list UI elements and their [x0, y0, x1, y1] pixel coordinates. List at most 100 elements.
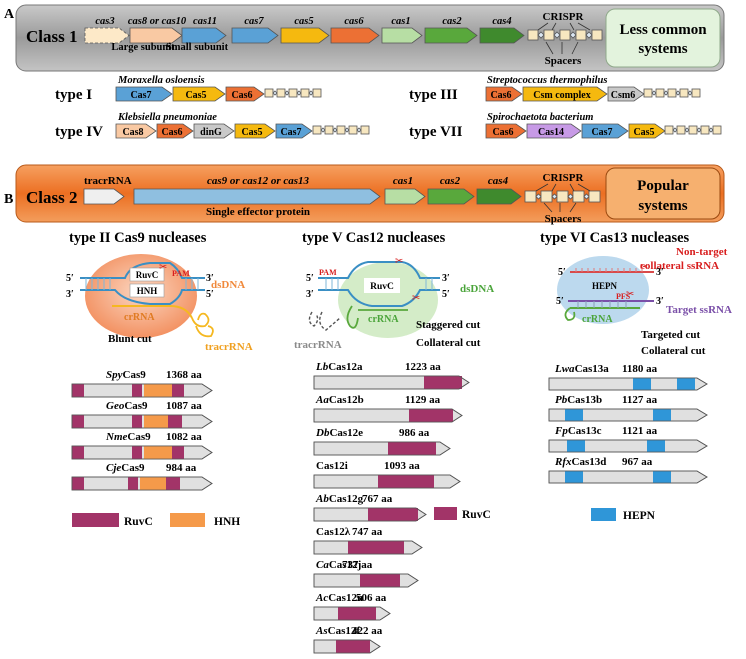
protein-name: LwaCas13a	[554, 363, 609, 375]
type-row-gene-arrow	[275, 123, 313, 139]
cas12-dna-top-strand	[318, 261, 440, 279]
hepn-domain-1	[565, 471, 583, 483]
protein-name-species: Aa	[315, 394, 329, 406]
type-row-crispr-spacer	[308, 90, 314, 96]
class1-crispr-repeat	[591, 29, 603, 41]
protein-length: 1180 aa	[622, 363, 658, 375]
type-row-crispr-repeat	[712, 125, 722, 135]
small-subunit-label: Small subunit	[166, 42, 229, 53]
effector-gene-label: cas9 or cas12 or cas13	[207, 175, 310, 187]
protein-name-family: Cas12b	[329, 394, 364, 406]
ruvc-domain	[132, 446, 142, 459]
protein-name: DbCas12e	[315, 427, 363, 439]
protein-name: RfxCas13d	[554, 456, 606, 468]
class1-gene-arrow-cas7	[231, 27, 279, 44]
protein-name: NmeCas9	[105, 431, 151, 443]
protein-bar-outline	[71, 445, 213, 460]
protein-length: 1368 aa	[166, 369, 202, 381]
protein-bar-outline	[313, 507, 427, 522]
cas9-ruvc-label: RuvC	[136, 270, 159, 280]
ruvc-domain	[72, 384, 84, 397]
type-row-gene-arrow	[234, 123, 276, 139]
legend-ruvc-label: RuvC	[124, 516, 153, 528]
class1-gene-label: cas4	[492, 16, 511, 27]
class1-gene-arrow-cas11	[181, 27, 227, 44]
cas12-tracrrna-label: tracrRNA	[294, 339, 342, 351]
class1-gene-arrow-cas1	[381, 27, 423, 44]
protein-length: 1087 aa	[166, 400, 202, 412]
type-row-crispr-spacer	[272, 90, 278, 96]
protein-name-species: Lwa	[554, 363, 575, 375]
protein-name-family: Cas13c	[568, 425, 602, 437]
class1-gene-label: cas6	[344, 16, 364, 27]
legend-hepn-label: HEPN	[623, 510, 656, 522]
cas12-dna-rungs	[325, 278, 433, 290]
legend-cas12-ruvc-swatch	[434, 507, 457, 520]
ruvc-domain	[338, 607, 376, 620]
protein-name-family: Cas9	[127, 431, 151, 443]
class1-crispr-spacer	[585, 31, 593, 39]
class2-crispr-spacer	[535, 193, 542, 200]
hepn-domain-1	[565, 409, 583, 421]
protein-name-species: Lb	[315, 361, 329, 373]
protein-length: 767 aa	[362, 493, 393, 505]
protein-length: 1082 aa	[166, 431, 202, 443]
cas9-tracrrna-loops	[191, 312, 214, 338]
type-row-gene-arrow	[607, 86, 645, 102]
effector-protein-label: Single effector protein	[206, 206, 310, 218]
protein-length: 747 aa	[352, 526, 383, 538]
type-row-gene-label: Cas14	[538, 127, 564, 138]
protein-name-family: Cas12j	[329, 559, 361, 571]
protein-name-species: Spy	[106, 369, 123, 381]
class2-crispr-repeat	[572, 190, 585, 203]
effector-gene-arrow	[133, 188, 381, 205]
class1-gene-label: cas1	[391, 16, 410, 27]
hnh-domain	[144, 446, 172, 459]
protein-length: 1127 aa	[622, 394, 658, 406]
protein-name-species: Ca	[316, 559, 329, 571]
protein-name-family: Cas12g	[329, 493, 364, 505]
class2-gene-arrow-cas4	[476, 188, 522, 205]
class1-label: Class 1	[26, 27, 77, 46]
cas9-dna-rungs	[85, 278, 199, 290]
class1-gene-arrow-cas8-or-cas10	[129, 27, 183, 44]
cas13-title: type VI Cas13 nucleases	[540, 230, 690, 246]
type-row-crispr-spacer	[332, 127, 338, 133]
ruvc-domain	[409, 409, 453, 422]
hepn-domain-1	[633, 378, 651, 390]
class1-gene-label: cas2	[442, 16, 462, 27]
protein-name-family: Cas13d	[572, 456, 607, 468]
class2-crispr-spacer	[583, 193, 590, 200]
class2-spacer-pointers	[543, 202, 577, 213]
type-row-crispr-repeat	[691, 88, 701, 98]
type-row-crispr-repeat	[688, 125, 698, 135]
type-row-gene-arrow	[628, 123, 666, 139]
hnh-domain	[144, 384, 172, 397]
cas9-dna-top-strand	[80, 262, 205, 279]
ruvc-domain	[168, 415, 182, 428]
cas9-dsdna-label: dsDNA	[211, 279, 245, 291]
protein-bar-outline	[548, 408, 708, 422]
class1-crispr-repeat	[575, 29, 587, 41]
class1-gene-label: cas11	[193, 16, 217, 27]
hepn-domain-2	[653, 409, 671, 421]
large-subunit-text: Large subunit	[111, 42, 175, 53]
cas9-pam-label: PAM	[172, 269, 190, 278]
class1-gene-label: cas8 or cas10	[128, 16, 187, 27]
type-row-gene-label: Cas8	[122, 127, 143, 138]
cas9-schematic: RuvC HNH PAM ✂ 5′ 3′ 3′ 5′ dsDNA crRNA t…	[66, 254, 253, 353]
type-row-gene-label: dinG	[200, 127, 222, 138]
hepn-domain-1	[567, 440, 585, 452]
protein-name-species: Ac	[315, 592, 328, 604]
type-row-gene-label: Cas7	[280, 127, 301, 138]
protein-length: 422 aa	[352, 625, 383, 637]
class2-gene-arrow-cas2	[427, 188, 475, 205]
cas13-five-prime-top: 5′	[558, 267, 566, 278]
protein-bar-outline	[313, 408, 463, 423]
protein-name-species: Pb	[555, 394, 568, 406]
cas12-title: type V Cas12 nucleases	[302, 230, 446, 246]
